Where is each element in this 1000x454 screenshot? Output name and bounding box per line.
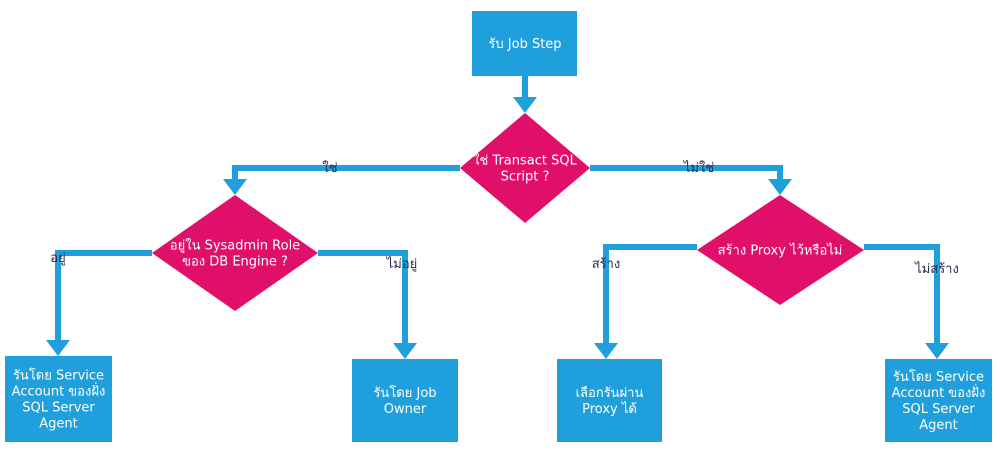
label-not-created: ไม่สร้าง — [914, 261, 959, 277]
connectors — [46, 76, 949, 359]
decision-proxy-text: สร้าง Proxy ไว้หรือไม่ — [718, 243, 843, 259]
node-text-line: Account ของฝั่ง — [12, 383, 106, 400]
arrow-yes-branch — [232, 165, 460, 181]
label-no: ไม่ใช่ — [683, 160, 714, 176]
node-text-line: SQL Server — [902, 402, 975, 417]
node-text-line: Script ? — [501, 170, 550, 185]
node-text-line: เลือกรันผ่าน — [576, 385, 644, 401]
arrowhead-start-to-decision — [513, 97, 537, 113]
decision-sysadmin-shape — [152, 195, 318, 311]
node-start: รับ Job Step — [472, 11, 577, 76]
arrow-in-role-branch — [55, 250, 152, 342]
arrow-not-in-role-branch — [318, 250, 408, 345]
start-box — [472, 11, 577, 76]
edge-labels: ใช่ ไม่ใช่ อยู่ ไม่อยู่ สร้าง ไม่สร้าง — [50, 160, 959, 277]
node-text-line: ใช่ Transact SQL — [473, 153, 577, 169]
node-text-line: สร้าง Proxy ไว้หรือไม่ — [718, 243, 843, 259]
node-text-line: รับ Job Step — [488, 37, 561, 52]
arrowhead-yes-branch — [223, 179, 247, 195]
label-in-role: อยู่ — [50, 251, 65, 266]
box-service-right-shape — [885, 359, 992, 442]
node-text-line: Account ของฝั่ง — [892, 384, 986, 401]
node-text-line: อยู่ใน Sysadmin Role — [170, 238, 300, 254]
node-text-line: Owner — [384, 402, 427, 417]
node-text-line: รันโดย Job — [373, 385, 436, 401]
label-created: สร้าง — [592, 257, 621, 272]
node-text-line: SQL Server — [22, 401, 95, 416]
arrowhead-not-created-branch — [925, 343, 949, 359]
arrow-created-branch — [603, 244, 697, 345]
box-job-owner-shape — [352, 359, 458, 442]
node-text-line: ของ DB Engine ? — [182, 255, 288, 270]
node-text-line: รันโดย Service — [893, 369, 984, 385]
arrow-not-created-branch — [864, 244, 940, 345]
node-text-line: รันโดย Service — [13, 368, 104, 384]
label-not-in-role: ไม่อยู่ — [386, 256, 418, 272]
decision-proxy-shape — [697, 195, 864, 305]
node-text-line: Agent — [919, 418, 957, 433]
node-decision-proxy: สร้าง Proxy ไว้หรือไม่ — [697, 195, 864, 305]
arrowhead-not-in-role-branch — [393, 343, 417, 359]
box-proxy-shape — [557, 359, 662, 442]
arrowhead-no-branch — [768, 179, 792, 195]
decision-transact-shape — [460, 113, 590, 223]
arrowhead-in-role-branch — [46, 340, 70, 356]
box-service-left-shape — [5, 356, 112, 442]
node-text-line: Proxy ได้ — [582, 401, 637, 417]
arrow-no-branch — [590, 165, 783, 181]
label-yes: ใช่ — [322, 160, 337, 176]
node-text-line: Agent — [39, 417, 77, 432]
arrowhead-created-branch — [594, 343, 618, 359]
start-text: รับ Job Step — [488, 37, 561, 52]
